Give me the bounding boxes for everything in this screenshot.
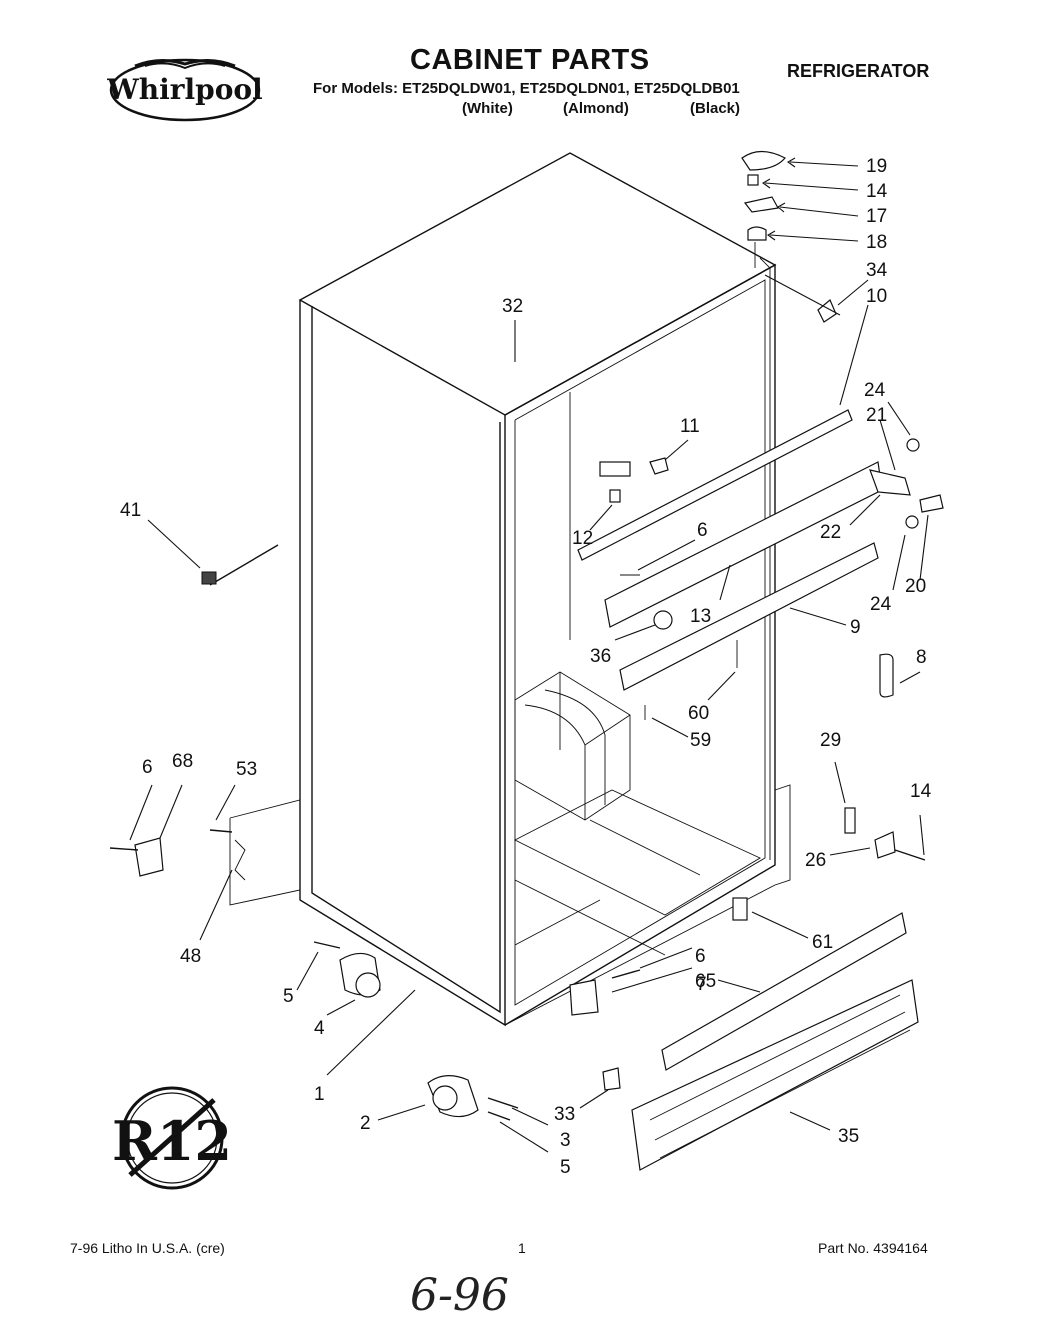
badge-text: R12: [112, 1109, 232, 1173]
handwritten-note: 6-96: [410, 1270, 509, 1321]
page-title: CABINET PARTS: [410, 44, 650, 76]
callout-60: 60: [688, 703, 709, 724]
right-side-parts: [732, 807, 926, 921]
callout-6-left: 6: [142, 757, 153, 778]
callout-10: 10: [866, 286, 887, 307]
r12-badge: R12: [112, 1086, 232, 1190]
callout-53: 53: [236, 759, 257, 780]
callout-14-right: 14: [910, 781, 932, 802]
appliance-type: REFRIGERATOR: [787, 61, 930, 81]
left-side-parts: [109, 544, 301, 906]
variant-white: (White): [462, 100, 513, 117]
footer-litho: 7-96 Litho In U.S.A. (cre): [70, 1240, 225, 1256]
callout-7: 7: [696, 974, 707, 995]
callout-41: 41: [120, 500, 141, 521]
callout-6-mid: 6: [697, 520, 708, 541]
callout-48: 48: [180, 946, 201, 967]
callout-13: 13: [690, 606, 711, 627]
callout-19: 19: [866, 156, 887, 177]
variant-almond: (Almond): [563, 100, 629, 117]
callout-5-upper: 5: [283, 986, 294, 1007]
callout-68: 68: [172, 751, 193, 772]
cabinet-shell: [298, 152, 791, 1027]
lower-assembly: [313, 912, 919, 1171]
callout-6-base: 6: [695, 946, 706, 967]
callout-24-top: 24: [864, 380, 886, 401]
callout-21: 21: [866, 405, 887, 426]
callout-14: 14: [866, 181, 888, 202]
callout-20: 20: [905, 576, 926, 597]
brand-name: Whirlpool: [106, 73, 262, 106]
callout-59: 59: [690, 730, 711, 751]
model-list: For Models: ET25DQLDW01, ET25DQLDN01, ET…: [313, 80, 740, 97]
callout-26: 26: [805, 850, 826, 871]
callout-22: 22: [820, 522, 841, 543]
callout-29: 29: [820, 730, 841, 751]
variant-black: (Black): [690, 100, 741, 117]
footer-part-number: Part No. 4394164: [818, 1240, 928, 1256]
callout-numbers: 19 14 17 18 34 10 32 11 24 21 41 12 6 22…: [120, 156, 932, 1178]
callout-18: 18: [866, 232, 887, 253]
callout-34: 34: [866, 260, 888, 281]
callout-12: 12: [572, 528, 593, 549]
callout-1: 1: [314, 1084, 325, 1105]
footer-page-number: 1: [518, 1240, 526, 1256]
callout-24-bottom: 24: [870, 594, 892, 615]
whirlpool-logo: Whirlpool: [106, 58, 263, 122]
mid-rails: [577, 409, 944, 720]
callout-61: 61: [812, 932, 833, 953]
callout-3: 3: [560, 1130, 571, 1151]
callout-65: 65: [695, 971, 716, 992]
callout-9: 9: [850, 617, 861, 638]
callout-11: 11: [680, 416, 700, 437]
top-hinge-assembly: [741, 150, 837, 323]
callout-5-lower: 5: [560, 1157, 571, 1178]
callout-8: 8: [916, 647, 927, 668]
callout-17: 17: [866, 206, 887, 227]
leader-lines: [129, 157, 929, 1153]
callout-33: 33: [554, 1104, 575, 1125]
callout-4: 4: [314, 1018, 325, 1039]
callout-36: 36: [590, 646, 611, 667]
callout-32: 32: [502, 296, 523, 317]
callout-2: 2: [360, 1113, 371, 1134]
callout-35: 35: [838, 1126, 859, 1147]
